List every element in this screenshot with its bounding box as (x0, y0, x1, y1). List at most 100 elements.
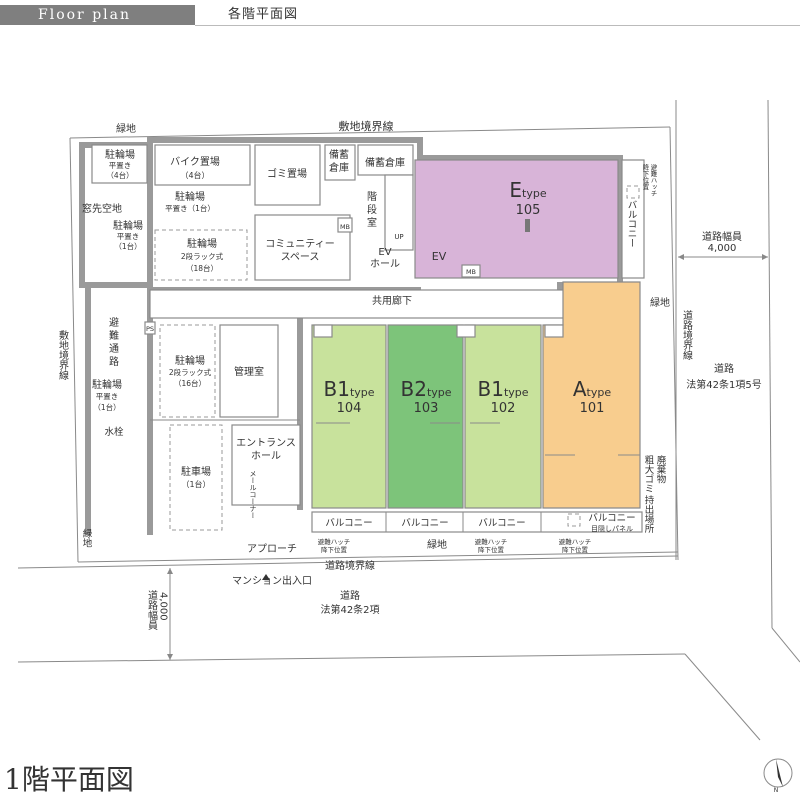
label-bike-rack2-1: 駐輪場 (175, 354, 205, 367)
label-bike-flat-2: 平置き（1台） (165, 203, 215, 213)
label-escape-hatch-3b: 降下位置 (562, 545, 589, 554)
label-balcony-104: バルコニー (325, 518, 372, 529)
dimension-lines (167, 254, 768, 660)
label-bike-rack2-2: 2段ラック式 (169, 367, 212, 377)
unit-102-type: B1type (477, 377, 528, 401)
label-bike-top-2: 平置き (109, 161, 132, 170)
label-bike-left2-1: 駐輪場 (92, 378, 122, 391)
label-greenery-right: 緑地 (650, 296, 670, 309)
unit-104-number: 104 (337, 401, 362, 416)
label-bike-left-3: （1台） (114, 241, 141, 251)
label-road-bottom-1: 道路 (340, 589, 360, 602)
unit-105-type: Etype (509, 178, 546, 202)
unit-103-type: B2type (400, 377, 451, 401)
label-bike-left2-3: （1台） (93, 402, 120, 412)
label-faucet: 水栓 (104, 426, 124, 438)
label-storage-1a: 備蓄 (329, 148, 349, 161)
label-stairs-b: 段 (367, 203, 377, 216)
label-waste-2: 粗大ゴミ (643, 454, 655, 493)
label-ev: EV (432, 250, 447, 263)
svg-text:N: N (774, 787, 779, 794)
label-bike-rack2-3: （16台） (174, 378, 206, 388)
label-ps: PS (146, 325, 154, 333)
label-mb-1: MB (340, 223, 350, 231)
label-bike-left-2: 平置き (117, 232, 140, 241)
label-waste-3: 持出場所 (643, 494, 655, 534)
label-main-entrance: マンション出入口 (232, 574, 312, 587)
label-greenery-bottom: 緑地 (427, 538, 447, 551)
label-storage-1b: 倉庫 (329, 161, 349, 174)
label-community-1: コミュニティー (265, 239, 334, 250)
label-greenery-left: 緑地 (81, 528, 93, 548)
label-window-garden: 窓先空地 (82, 202, 122, 215)
label-bike-flat-1: 駐輪場 (175, 190, 205, 203)
balconies (311, 159, 645, 533)
label-stairs-a: 階 (367, 191, 377, 203)
site-lines (17, 99, 800, 741)
label-bike-left-1: 駐輪場 (113, 219, 143, 232)
label-stairs-c: 室 (367, 216, 377, 229)
section-subtitle: 各階平面図 (228, 7, 299, 22)
label-bike-left2-2: 平置き (96, 392, 119, 401)
north-arrow-icon: N (763, 758, 793, 794)
label-escape-3: 通 (109, 343, 119, 355)
label-parking-1: 駐車場 (181, 465, 211, 478)
label-mb-2: MB (466, 268, 476, 276)
label-balcony-101: バルコニー (588, 513, 635, 524)
label-community-2: スペース (281, 252, 320, 263)
label-escape-hatch-1b: 降下位置 (321, 545, 348, 554)
label-parking-2: （1台） (181, 479, 210, 489)
label-boundary-left: 敷地境界線 (57, 329, 69, 380)
label-escape-hatch-2a: 避難ハッチ (475, 537, 508, 546)
label-bike-top-3: （4台） (106, 170, 133, 180)
header-rule (195, 25, 800, 26)
section-tag: Floor plan (0, 5, 195, 25)
floor-title: 1階平面図 (4, 763, 134, 796)
unit-104 (311, 324, 387, 509)
unit-103 (387, 324, 464, 509)
service-rooms (91, 144, 461, 531)
entrance-arrow-icon (262, 574, 270, 580)
label-boundary-right: 道路境界線 (681, 309, 693, 360)
page-header: Floor plan 各階平面図 (0, 0, 800, 26)
label-management: 管理室 (234, 365, 264, 378)
mb-boxes (313, 264, 564, 338)
label-balcony-105: バルコニー (626, 200, 638, 248)
label-blind-panel: 目隠しパネル (591, 524, 633, 533)
label-road-width-right-val: 4,000 (708, 243, 737, 254)
plan-labels: 敷地境界線 緑地 駐輪場 平置き （4台） バイク置場 （4台） 駐輪場 平置き… (57, 119, 762, 631)
unit-102 (464, 324, 542, 509)
label-balcony-103: バルコニー (401, 518, 448, 529)
label-escape-1: 避 (109, 316, 119, 329)
label-greenery-top: 緑地 (116, 122, 136, 135)
label-corridor: 共用廊下 (372, 294, 412, 307)
label-escape-4: 路 (109, 355, 119, 368)
label-garbage: ゴミ置場 (267, 167, 307, 180)
label-entrance-1: エントランス (236, 437, 296, 449)
label-road-bottom-2: 法第42条2項 (320, 603, 379, 616)
label-motorbike-1: バイク置場 (170, 155, 220, 168)
label-escape-hatch-r2: 降下位置 (641, 163, 649, 191)
unit-103-number: 103 (414, 401, 439, 416)
label-road-right-2: 法第42条1項5号 (686, 378, 761, 391)
label-bike-rack-3: （18台） (186, 263, 218, 273)
label-escape-hatch-2b: 降下位置 (478, 545, 505, 554)
unit-labels: Etype 105 B1type 104 B2type 103 B1type 1… (316, 178, 640, 456)
label-waste-1: 廃棄物 (655, 454, 667, 484)
unit-101-number: 101 (580, 401, 605, 416)
unit-101-type: Atype (573, 377, 611, 401)
label-road-width-right: 道路幅員 (702, 230, 742, 243)
label-escape-hatch-r1: 避難ハッチ (649, 163, 657, 197)
units (311, 159, 641, 509)
label-boundary-top: 敷地境界線 (339, 119, 394, 133)
label-bike-top-1: 駐輪場 (105, 148, 135, 161)
label-escape-hatch-1a: 避難ハッチ (318, 537, 351, 546)
label-mailbox: メールコーナー (249, 470, 257, 519)
label-motorbike-2: （4台） (180, 170, 209, 180)
label-bike-rack-1: 駐輪場 (187, 237, 217, 250)
label-escape-2: 難 (109, 329, 119, 342)
label-ev-hall-2: ホール (370, 258, 400, 270)
label-entrance-2: ホール (251, 450, 281, 462)
unit-105 (414, 159, 619, 279)
